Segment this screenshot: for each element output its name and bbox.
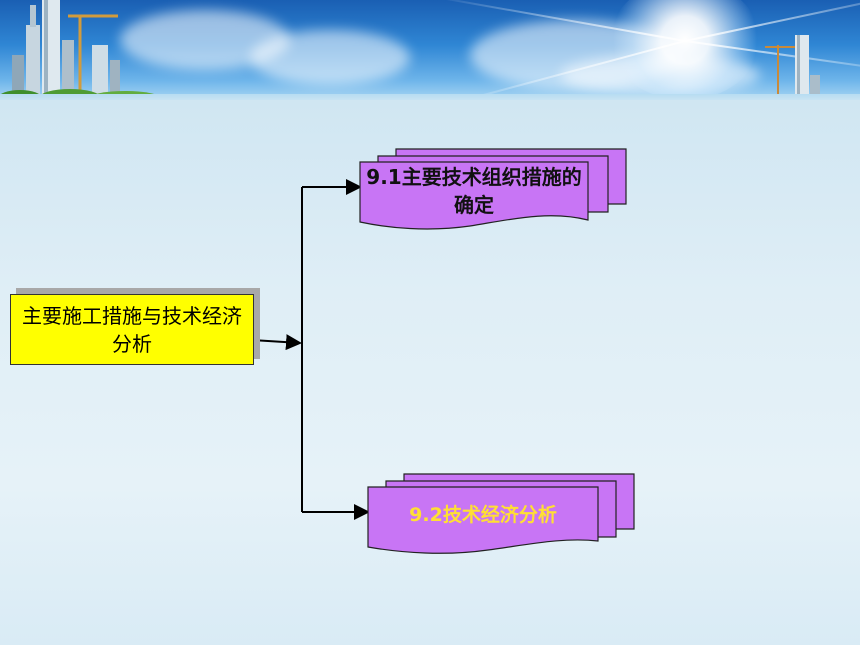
card-stack-shape <box>367 473 635 554</box>
branch-node-2-label: 9.2技术经济分析 <box>409 504 557 526</box>
cloud <box>250 30 410 85</box>
root-node: 主要施工措施与技术经济分析 <box>10 294 254 365</box>
branch-node-1: 9.1主要技术组织措施的确定 <box>358 148 630 234</box>
sun-icon <box>610 0 760 100</box>
root-node-label: 主要施工措施与技术经济分析 <box>22 303 242 356</box>
card-stack-shape <box>359 148 627 230</box>
banner-divider <box>0 94 860 100</box>
branch-node-1-label: 9.1主要技术组织措施的确定 <box>366 165 582 217</box>
connector-root-arrow <box>251 334 302 351</box>
header-banner <box>0 0 860 100</box>
branch-node-2: 9.2技术经济分析 <box>366 473 638 558</box>
